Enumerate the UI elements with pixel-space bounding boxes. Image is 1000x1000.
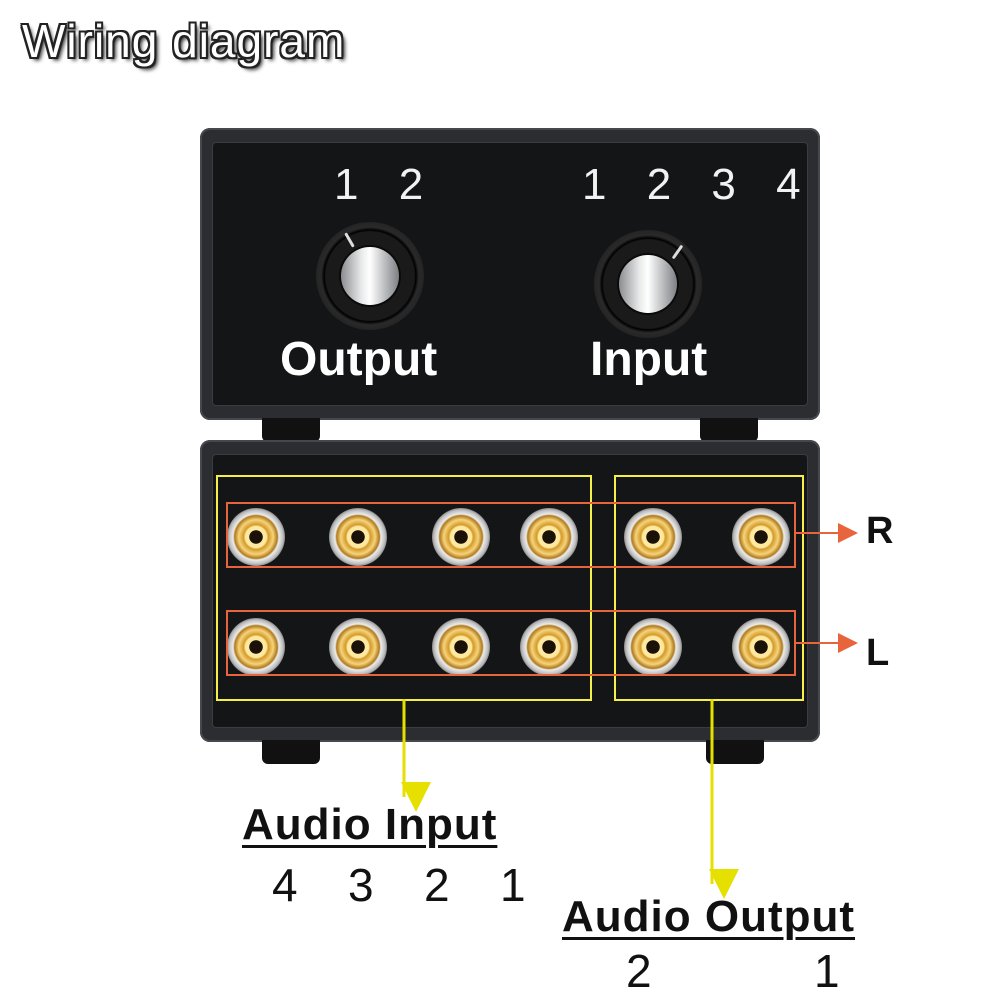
audio-output-label: Audio Output bbox=[562, 892, 856, 941]
output-1-l-jack[interactable] bbox=[732, 618, 790, 676]
audio-output-group-box bbox=[614, 475, 804, 701]
output-2-l-jack[interactable] bbox=[624, 618, 682, 676]
r-row-box bbox=[226, 502, 796, 568]
front-left-foot bbox=[262, 418, 320, 442]
input-4-r-jack[interactable] bbox=[227, 508, 285, 566]
output-label: Output bbox=[280, 333, 438, 386]
back-panel-face bbox=[212, 454, 808, 728]
l-channel-label: L bbox=[866, 632, 890, 674]
front-panel bbox=[200, 128, 820, 420]
output-selector-digits: 1 2 bbox=[334, 160, 438, 209]
audio-input-number-3: 3 bbox=[348, 859, 374, 911]
front-panel-face bbox=[212, 142, 808, 406]
back-left-foot bbox=[262, 740, 320, 764]
input-4-l-jack[interactable] bbox=[227, 618, 285, 676]
input-1-l-jack[interactable] bbox=[520, 618, 578, 676]
input-knob-cap bbox=[619, 255, 677, 313]
audio-input-number-1: 1 bbox=[500, 859, 526, 911]
audio-input-number-2: 2 bbox=[424, 859, 450, 911]
back-right-foot bbox=[706, 740, 764, 764]
input-selector-knob[interactable] bbox=[594, 230, 702, 338]
audio-output-number-1: 1 bbox=[814, 945, 840, 997]
front-right-foot bbox=[700, 418, 758, 442]
output-2-r-jack[interactable] bbox=[624, 508, 682, 566]
output-selector-knob[interactable] bbox=[316, 222, 424, 330]
input-2-r-jack[interactable] bbox=[432, 508, 490, 566]
audio-input-label: Audio Input bbox=[242, 800, 498, 849]
audio-output-number-2: 2 bbox=[626, 945, 652, 997]
input-selector-digits: 1 2 3 4 bbox=[582, 160, 815, 209]
back-panel bbox=[200, 440, 820, 742]
input-3-l-jack[interactable] bbox=[329, 618, 387, 676]
diagram-title: Wiring diagram bbox=[22, 15, 346, 67]
input-3-r-jack[interactable] bbox=[329, 508, 387, 566]
audio-input-number-4: 4 bbox=[272, 859, 298, 911]
input-label: Input bbox=[590, 333, 708, 386]
output-1-r-jack[interactable] bbox=[732, 508, 790, 566]
input-2-l-jack[interactable] bbox=[432, 618, 490, 676]
input-1-r-jack[interactable] bbox=[520, 508, 578, 566]
output-knob-cap bbox=[341, 247, 399, 305]
r-channel-label: R bbox=[866, 510, 894, 552]
